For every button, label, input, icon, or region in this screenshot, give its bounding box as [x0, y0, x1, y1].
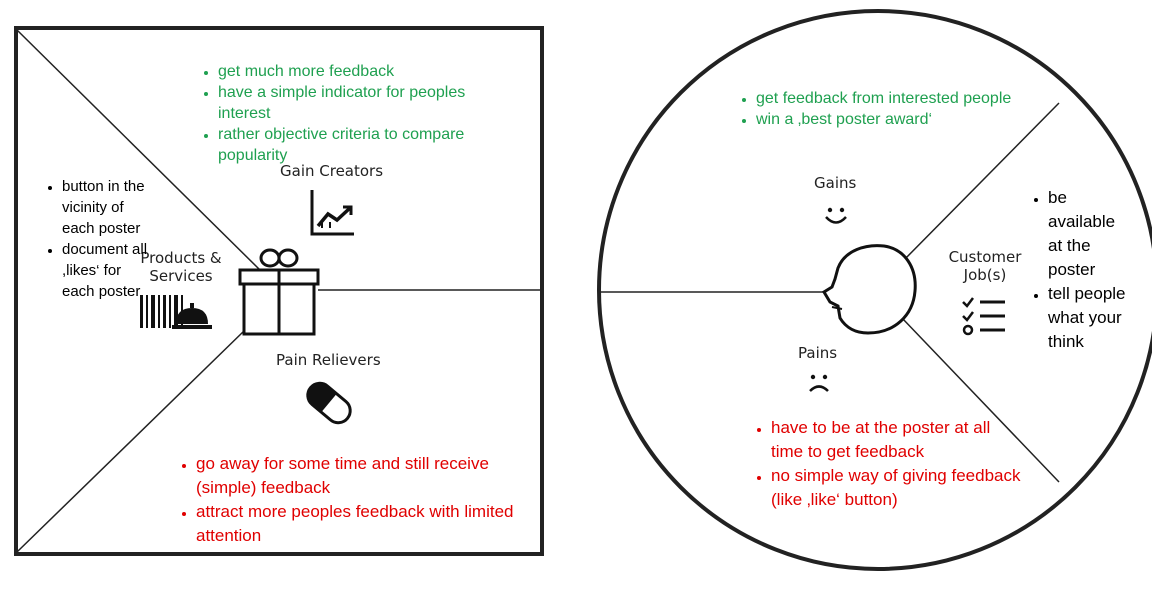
gains-label: Gains [814, 174, 857, 192]
list-item: button in the vicinity of each poster [62, 176, 152, 239]
value-map [14, 26, 544, 556]
customer-jobs-list: be available at the poster tell people w… [1020, 186, 1128, 354]
customer-profile [597, 9, 1152, 571]
pain-relievers-list: go away for some time and still receive … [168, 452, 526, 548]
pains-label: Pains [798, 344, 838, 362]
divider-bottom [16, 329, 246, 553]
list-item: document all ,likes‘ for each poster [62, 239, 152, 302]
list-item: have a simple indicator for peoples inte… [218, 82, 518, 124]
list-item: attract more peoples feedback with limit… [196, 500, 526, 548]
gains-list: get feedback from interested people win … [728, 88, 1066, 130]
divider-upper-right [901, 102, 1060, 263]
chart-up-icon [310, 190, 354, 236]
checklist-icon [962, 297, 1005, 336]
divider-top [16, 29, 261, 271]
customer-profile-frame [597, 9, 1152, 571]
divider-lower-right [901, 317, 1060, 483]
frown-icon [809, 374, 829, 392]
list-item: have to be at the poster at all time to … [771, 416, 1021, 464]
pill-icon [306, 381, 352, 425]
products-services-label: Products & Services [140, 249, 222, 285]
list-item: no simple way of giving feedback (like ‚… [771, 464, 1021, 512]
list-item: get much more feedback [218, 61, 518, 82]
list-item: go away for some time and still receive … [196, 452, 526, 500]
list-item: tell people what your think [1048, 282, 1128, 354]
pains-list: have to be at the poster at all time to … [743, 416, 1021, 512]
products-services-list: button in the vicinity of each poster do… [34, 176, 152, 302]
gift-icon [238, 248, 320, 336]
list-item: win a ‚best poster award‘ [756, 109, 1066, 130]
value-map-frame [14, 26, 544, 556]
list-item: get feedback from interested people [756, 88, 1066, 109]
bell-icon [172, 303, 212, 329]
list-item: rather objective criteria to compare pop… [218, 124, 518, 166]
list-item: be available at the poster [1048, 186, 1128, 282]
face-profile-icon [821, 244, 917, 335]
gain-creators-list: get much more feedback have a simple ind… [190, 61, 518, 166]
pain-relievers-label: Pain Relievers [276, 351, 381, 369]
customer-jobs-label: Customer Job(s) [948, 248, 1022, 284]
smile-icon [825, 207, 847, 224]
gain-creators-label: Gain Creators [280, 162, 384, 180]
